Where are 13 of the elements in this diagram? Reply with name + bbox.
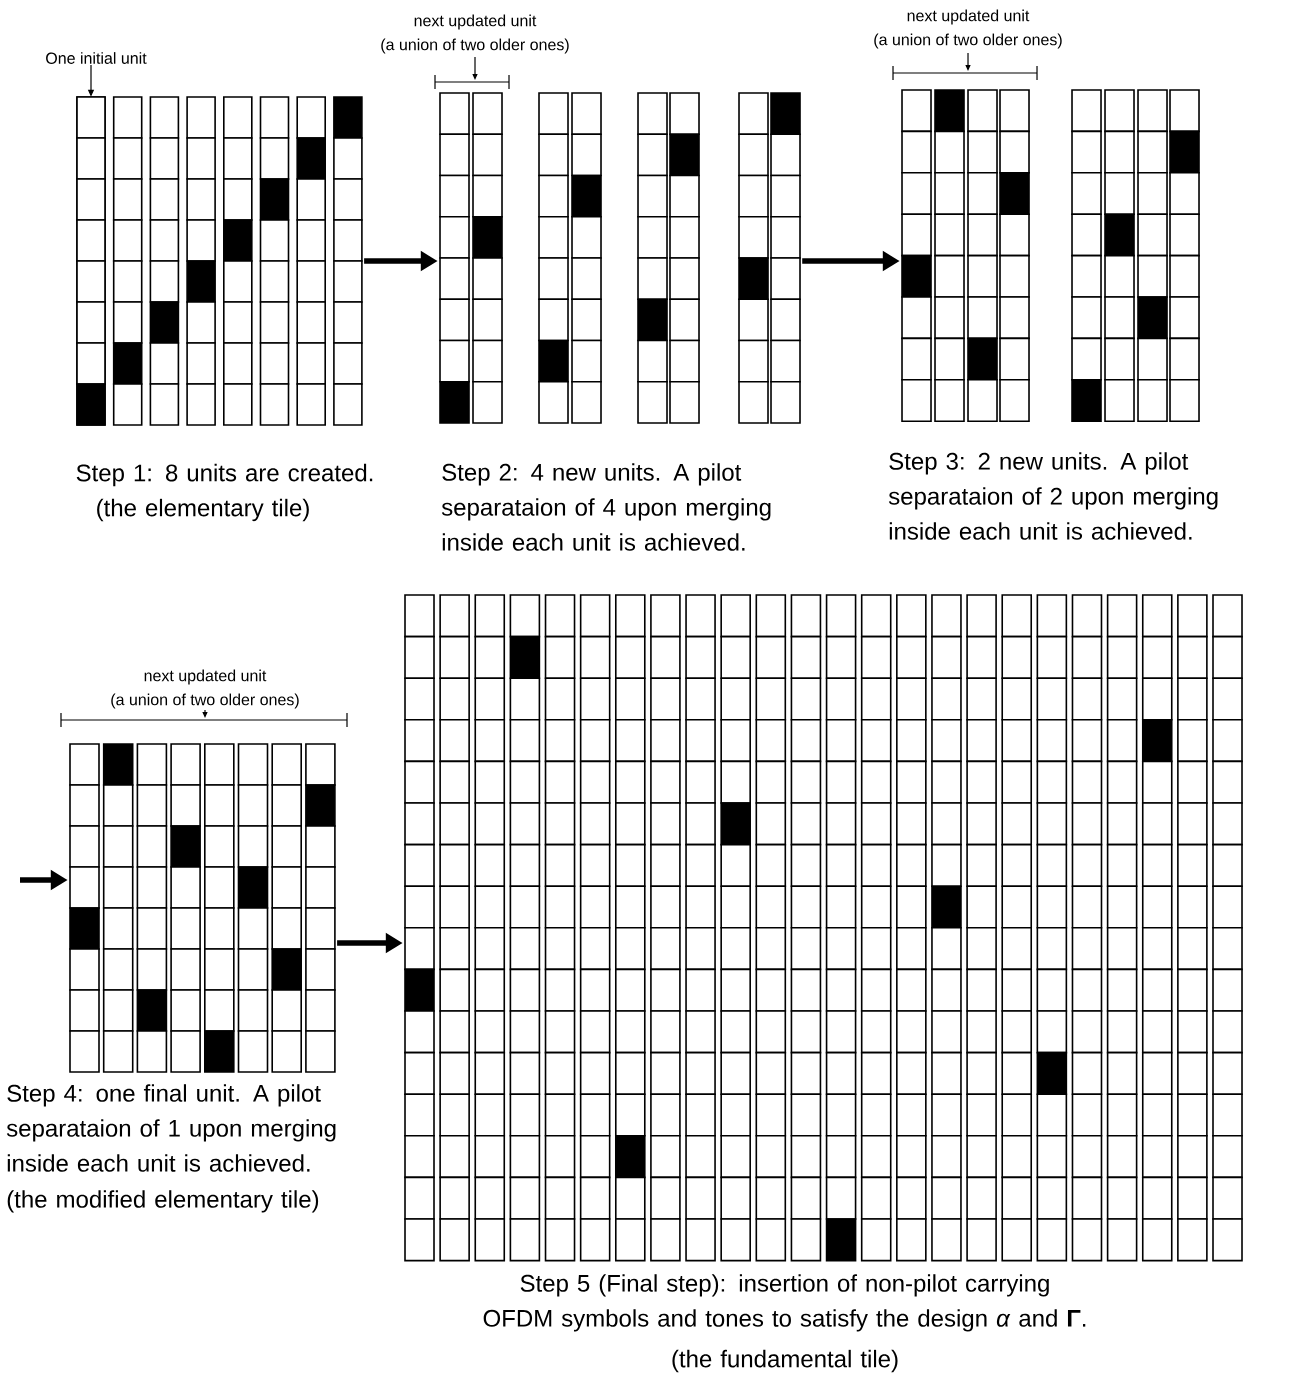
node-label: Step 3: 2 new units. A pilot separataion of 2 upon merging inside each unit is achieved. [888,452,1218,540]
unit-label: One initial unit [46,52,147,64]
node-label: Step 4: one final unit. A pilot separataion of 1 upon merging inside each unit is achieved. [6,1084,336,1172]
node-label: Step 5 (Final step): insertion of non-pilot carrying OFDM symbols and tones to satisfy the design α and Γ. [483,1274,1086,1332]
node-label: Step 1: 8 units are created. [76,463,373,487]
label: (a union of two older ones) [381,38,569,54]
column [76,96,106,426]
node-label: Step 2: 4 new units. A pilot separataion of 4 upon merging inside each unit is achieved. [441,463,771,551]
node-label: (the modified elementary tile) [7,1190,319,1213]
node-label: (the elementary tile) [97,498,309,522]
label: (a union of two older ones) [111,693,299,709]
node-label: (the fundamental tile) [672,1349,898,1373]
label: next updated unit [907,9,1030,25]
